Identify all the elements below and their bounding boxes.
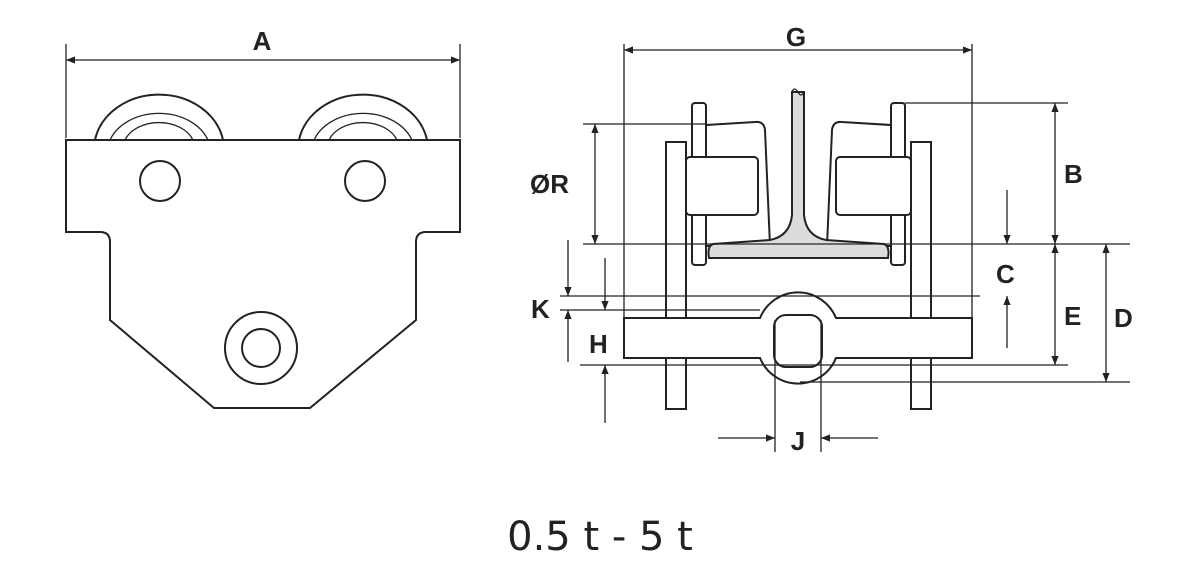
dimension-r: ØR xyxy=(530,124,599,244)
dimension-label-r: ØR xyxy=(530,169,569,199)
front-side-plate xyxy=(65,139,461,409)
dimension-h: H xyxy=(589,258,609,423)
dimension-g: G xyxy=(624,22,972,54)
dimension-label-k: K xyxy=(531,294,550,324)
dimension-e: E xyxy=(1051,244,1081,365)
front-wheel-right xyxy=(298,93,428,141)
dimension-label-h: H xyxy=(589,329,608,359)
dimension-label-d: D xyxy=(1114,303,1133,333)
axle-hole-right xyxy=(344,160,386,202)
dimension-label-e: E xyxy=(1064,301,1081,331)
side-plate-right xyxy=(910,141,932,410)
capacity-caption: 0.5 t - 5 t xyxy=(507,514,693,560)
dimension-label-j: J xyxy=(791,426,805,456)
beam-rail xyxy=(707,91,890,259)
dimension-k: K xyxy=(531,240,572,362)
dimension-d: D xyxy=(1102,244,1133,382)
dimension-c: C xyxy=(996,190,1015,348)
side-view: G B E D C ØR xyxy=(530,22,1133,456)
dimension-label-c: C xyxy=(996,259,1015,289)
dimension-label-g: G xyxy=(786,22,806,52)
dimension-b: B xyxy=(1051,103,1083,244)
dimension-a: A xyxy=(65,26,461,138)
side-plate-left xyxy=(665,141,687,410)
axle-hole-left xyxy=(139,160,181,202)
dimension-label-b: B xyxy=(1064,159,1083,189)
load-bar-hole xyxy=(241,328,281,368)
dimension-j: J xyxy=(718,426,878,456)
load-bar-slot xyxy=(773,314,823,368)
front-view: A xyxy=(65,26,461,409)
front-wheel-left xyxy=(94,93,224,141)
dimension-label-a: A xyxy=(253,26,272,56)
